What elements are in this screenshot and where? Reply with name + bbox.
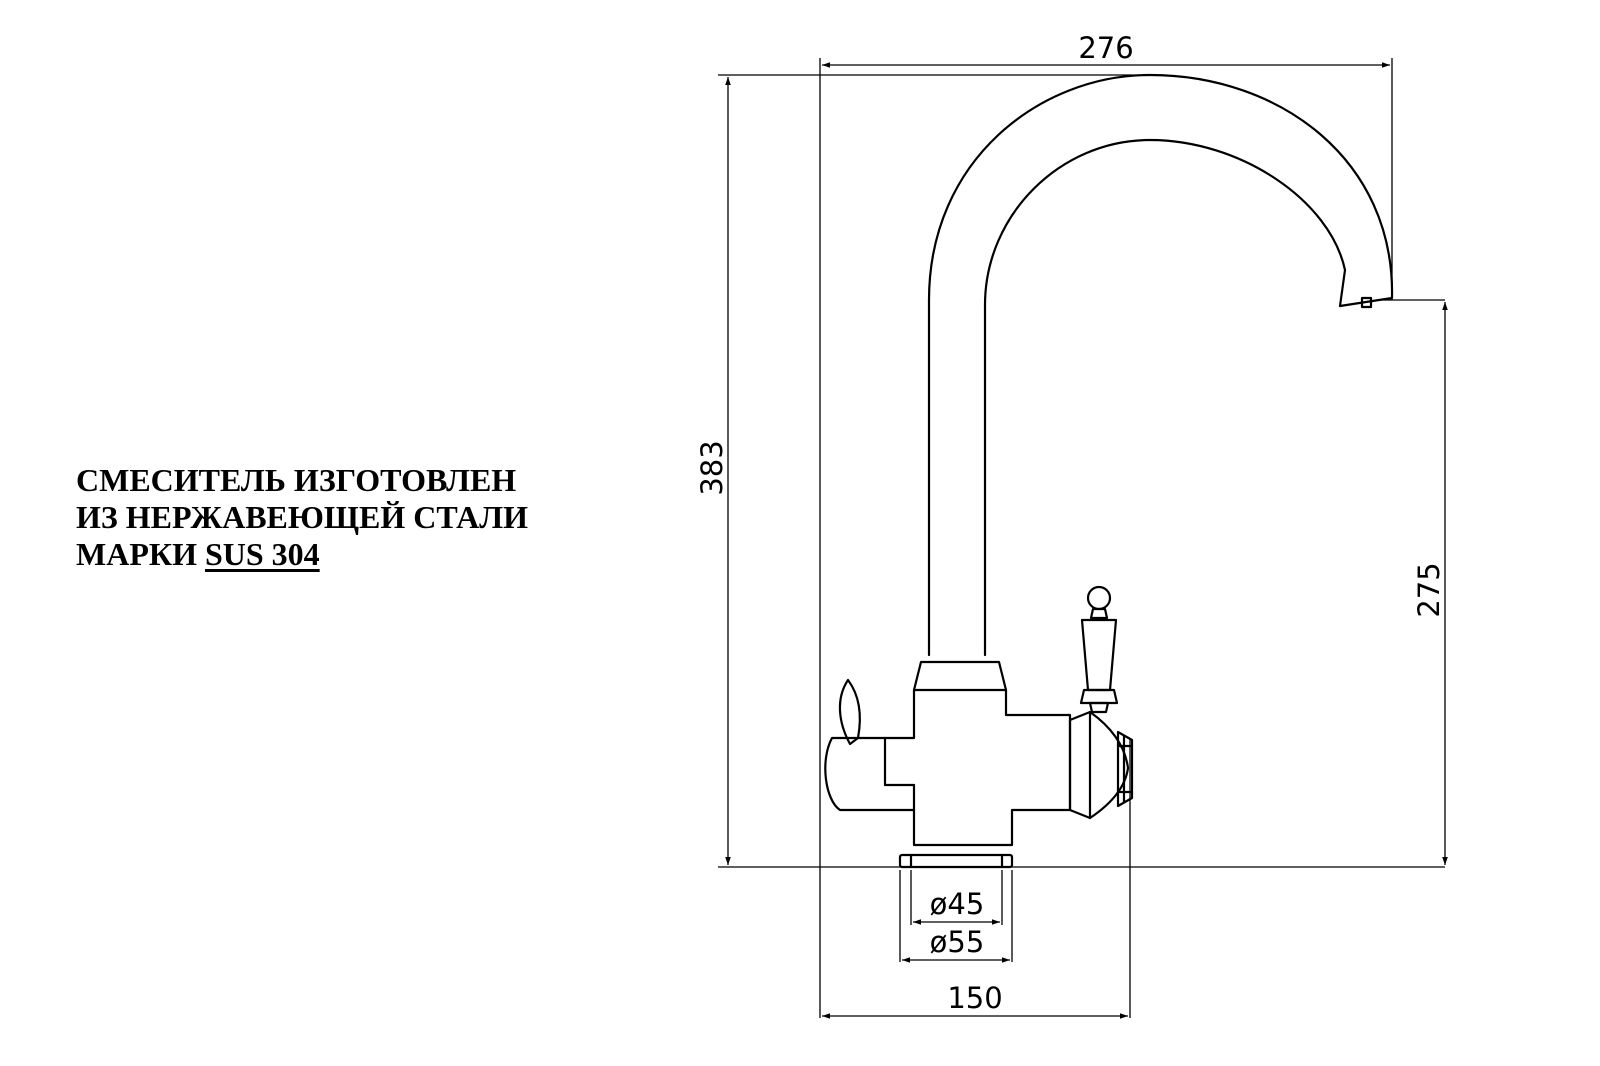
dim-base-width: 150 [947,981,1002,1015]
caption-line-1: СМЕСИТЕЛЬ ИЗГОТОВЛЕН [76,462,517,498]
base-ring [898,853,1014,869]
dim-spout-height: 275 [1412,562,1446,617]
caption-line-2: ИЗ НЕРЖАВЕЮЩЕЙ СТАЛИ [76,499,528,535]
mixer-body [824,660,1072,847]
material-caption: СМЕСИТЕЛЬ ИЗГОТОВЛЕН ИЗ НЕРЖАВЕЮЩЕЙ СТАЛ… [76,462,528,573]
dimension-lines [725,62,1448,1019]
dim-overall-height: 383 [695,440,729,495]
caption-line-3-prefix: МАРКИ [76,536,205,572]
spout [927,73,1394,657]
extension-lines [718,58,1445,1018]
steel-grade: SUS 304 [204,536,320,572]
dim-overall-width: 276 [1078,31,1133,65]
right-valve [1068,710,1134,820]
caption-line-3: МАРКИ SUS 304 [76,536,528,573]
valve-knob [1079,585,1119,714]
left-lever-handle [838,678,861,746]
dim-outer-diameter: ø55 [930,925,985,959]
dim-inner-diameter: ø45 [930,887,985,921]
